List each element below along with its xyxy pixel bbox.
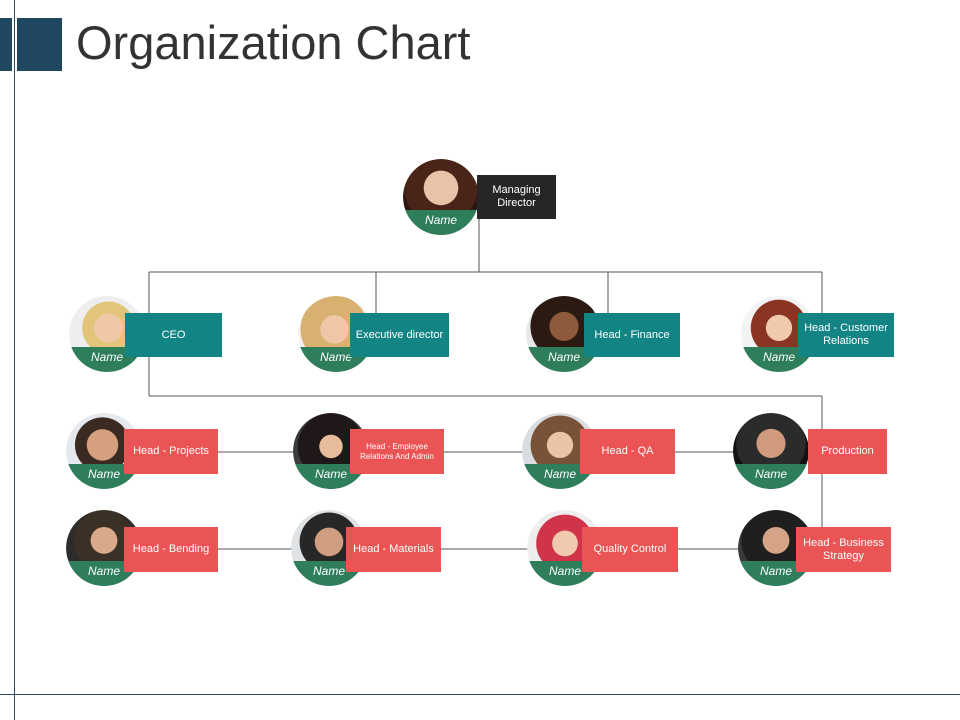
role-label-head-projects: Head - Projects <box>124 429 218 474</box>
role-label-production: Production <box>808 429 887 474</box>
role-label-head-employee-relations: Head - Employee Relations And Admin <box>350 429 444 474</box>
person-production: Name <box>733 413 809 489</box>
role-label-head-customer-relations: Head - Customer Relations <box>798 313 894 357</box>
person-quality-control: Name <box>527 510 603 586</box>
person-managing-director: Name <box>403 159 479 235</box>
role-label-head-business-strategy: Head - Business Strategy <box>796 527 891 572</box>
name-band: Name <box>66 464 142 489</box>
title-accent-bar <box>0 18 12 71</box>
name-band: Name <box>733 464 809 489</box>
role-label-managing-director: Managing Director <box>477 175 556 219</box>
role-label-quality-control: Quality Control <box>582 527 678 572</box>
person-head-employee-relations: Name <box>293 413 369 489</box>
role-label-head-materials: Head - Materials <box>346 527 441 572</box>
left-vertical-rule <box>14 0 15 720</box>
name-band: Name <box>522 464 598 489</box>
name-band: Name <box>403 210 479 235</box>
role-label-head-finance: Head - Finance <box>584 313 680 357</box>
bottom-horizontal-rule <box>0 694 960 695</box>
role-label-head-bending: Head - Bending <box>124 527 218 572</box>
role-label-head-qa: Head - QA <box>580 429 675 474</box>
name-band: Name <box>738 561 814 586</box>
title-accent-square <box>17 18 62 71</box>
slide-title: Organization Chart <box>76 16 471 69</box>
role-label-executive-director: Executive director <box>350 313 449 357</box>
role-label-ceo: CEO <box>125 313 222 357</box>
